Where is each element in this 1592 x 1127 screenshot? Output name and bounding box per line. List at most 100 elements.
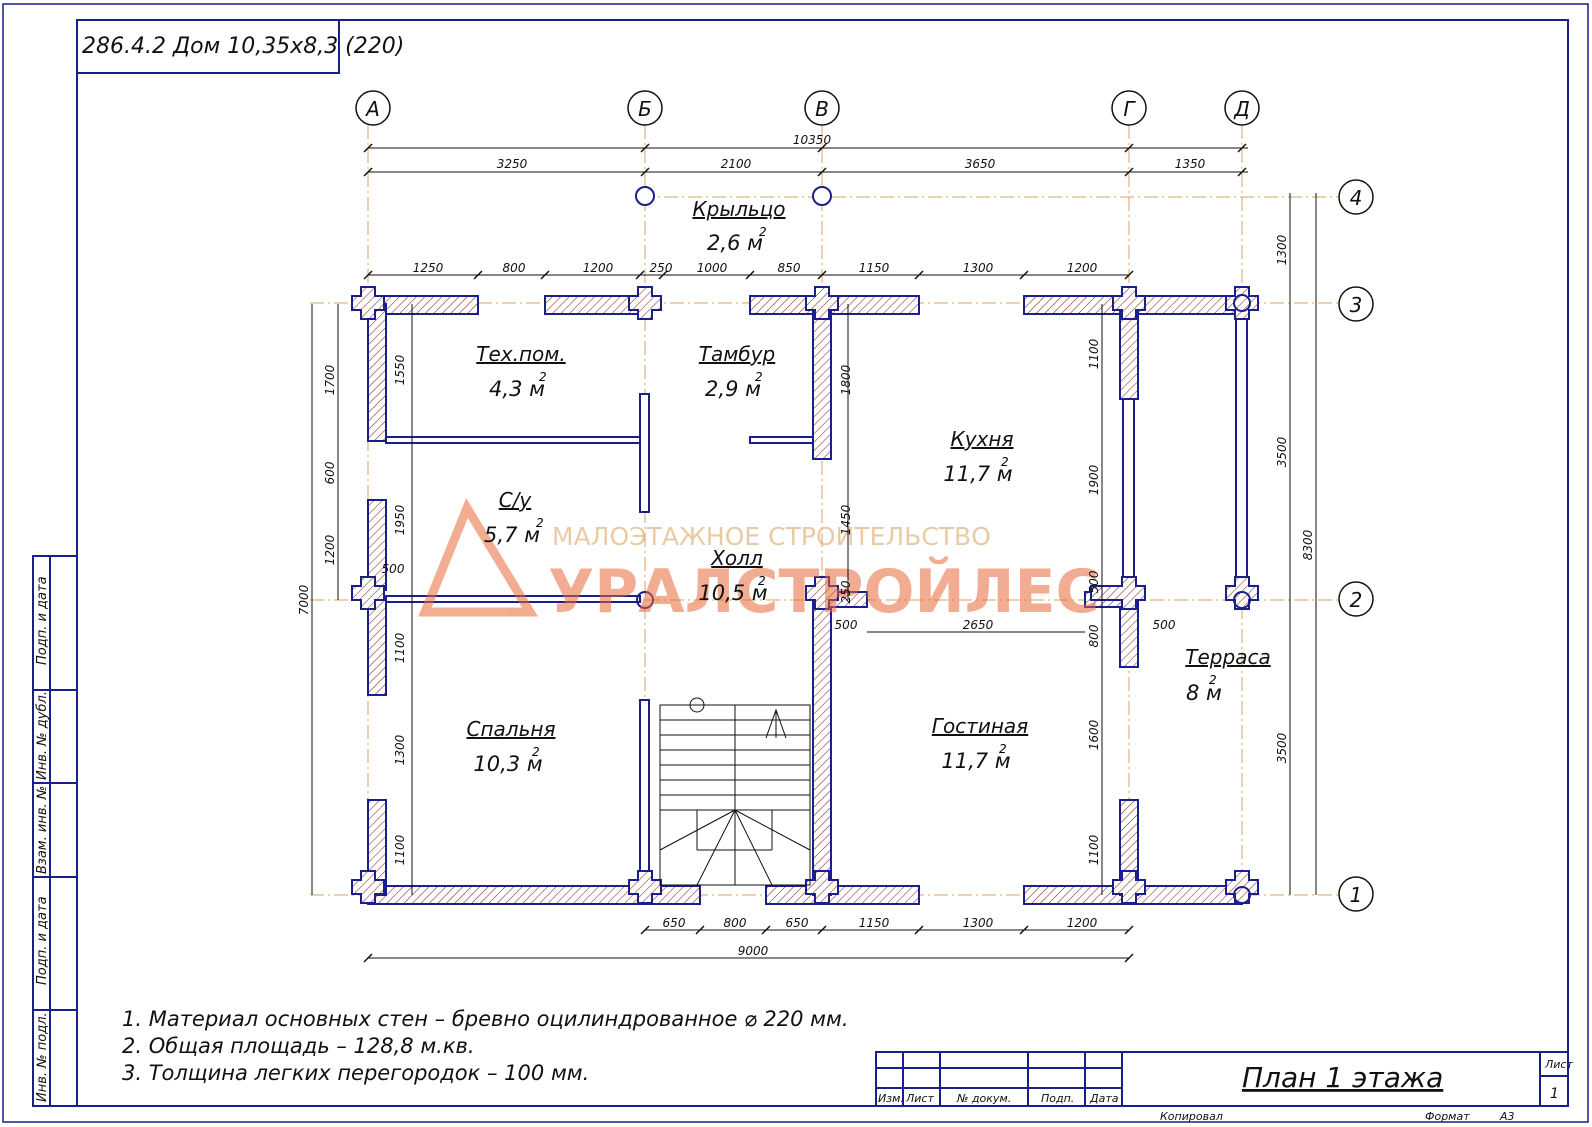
svg-text:Тамбур: Тамбур bbox=[699, 342, 775, 366]
svg-text:А3: А3 bbox=[1499, 1110, 1515, 1123]
room-tambur: Тамбур 2,9 м 2 bbox=[699, 342, 775, 401]
svg-text:2: 2 bbox=[999, 742, 1007, 756]
svg-text:500: 500 bbox=[382, 562, 405, 576]
axis-marker-3: 3 bbox=[1338, 286, 1374, 322]
svg-text:3500: 3500 bbox=[1275, 436, 1289, 467]
watermark-brand: УРАЛСТРОЙЛЕС bbox=[548, 555, 1100, 627]
room-labels: Крыльцо 2,6 м 2 Тех.пом. 4,3 м 2 Тамбур … bbox=[467, 197, 1271, 776]
svg-text:2: 2 bbox=[532, 745, 540, 759]
svg-text:850: 850 bbox=[778, 261, 801, 275]
svg-text:2: 2 bbox=[759, 225, 767, 239]
svg-text:1150: 1150 bbox=[859, 916, 890, 930]
svg-text:1800: 1800 bbox=[839, 364, 853, 395]
svg-text:1200: 1200 bbox=[583, 261, 614, 275]
svg-text:800: 800 bbox=[503, 261, 526, 275]
title-block-texts: Изм. Лист № докум. Подп. Дата План 1 эта… bbox=[878, 1058, 1573, 1123]
terrace-post-circles bbox=[636, 294, 1251, 904]
watermark-subtitle: МАЛОЭТАЖНОЕ СТРОИТЕЛЬСТВО bbox=[552, 522, 991, 551]
room-kitchen: Кухня 11,7 м 2 bbox=[943, 427, 1013, 486]
dimension-ticks bbox=[363, 143, 1247, 963]
room-porch: Крыльцо 2,6 м 2 bbox=[692, 197, 785, 255]
side-stamp-label-2: Инв. № дубл. bbox=[35, 691, 50, 780]
axis-marker-d: Д bbox=[1224, 90, 1260, 126]
axis-marker-2: 2 bbox=[1338, 581, 1374, 617]
svg-text:2: 2 bbox=[755, 370, 763, 384]
svg-text:500: 500 bbox=[835, 618, 858, 632]
svg-text:800: 800 bbox=[1087, 624, 1101, 647]
drawing-title: План 1 этажа bbox=[1242, 1061, 1443, 1094]
room-bathroom: С/у 5,7 м 2 bbox=[484, 488, 544, 547]
svg-text:Формат: Формат bbox=[1425, 1110, 1470, 1123]
svg-text:Спальня: Спальня bbox=[467, 717, 556, 741]
room-hall: Холл 10,5 м 2 bbox=[698, 546, 767, 605]
svg-text:Гостиная: Гостиная bbox=[932, 714, 1028, 738]
svg-text:С/у: С/у bbox=[499, 488, 533, 512]
svg-text:1100: 1100 bbox=[1087, 834, 1101, 865]
svg-text:2: 2 bbox=[758, 574, 766, 588]
general-notes: 1. Материал основных стен – бревно оцили… bbox=[122, 1007, 849, 1085]
dimension-texts: 10350 3250 2100 3650 1350 1250 800 1200 … bbox=[297, 133, 1315, 958]
svg-text:4,3 м: 4,3 м bbox=[489, 377, 545, 401]
svg-text:Д: Д bbox=[1233, 97, 1250, 121]
svg-text:А: А bbox=[364, 97, 380, 121]
side-stamp-label-3: Взам. инв. № bbox=[35, 786, 50, 874]
svg-text:10,3 м: 10,3 м bbox=[473, 752, 542, 776]
svg-text:Лист: Лист bbox=[1544, 1058, 1573, 1071]
svg-text:250: 250 bbox=[650, 261, 673, 275]
sheet-title-box: 286.4.2 Дом 10,35х8,3 (220) bbox=[76, 19, 404, 74]
svg-text:1300: 1300 bbox=[963, 916, 994, 930]
room-living: Гостиная 11,7 м 2 bbox=[932, 714, 1028, 773]
room-terrace: Терраса 8 м 2 bbox=[1185, 645, 1270, 705]
svg-text:2: 2 bbox=[539, 370, 547, 384]
sheet-border bbox=[2, 3, 1589, 1123]
svg-text:1100: 1100 bbox=[393, 834, 407, 865]
svg-text:1250: 1250 bbox=[413, 261, 444, 275]
svg-text:1550: 1550 bbox=[393, 354, 407, 385]
svg-text:8 м: 8 м bbox=[1186, 681, 1222, 705]
axis-marker-g: Г bbox=[1111, 90, 1147, 126]
svg-text:1600: 1600 bbox=[1087, 719, 1101, 750]
svg-text:Б: Б bbox=[638, 97, 652, 121]
svg-text:Терраса: Терраса bbox=[1185, 645, 1270, 669]
svg-text:8300: 8300 bbox=[1301, 529, 1315, 560]
side-stamp-label-5: Инв. № подл. bbox=[35, 1012, 50, 1102]
svg-text:1100: 1100 bbox=[393, 632, 407, 663]
svg-text:Копировал: Копировал bbox=[1160, 1110, 1223, 1123]
log-corners bbox=[351, 286, 1259, 904]
axis-marker-a: А bbox=[355, 90, 391, 126]
svg-text:1300: 1300 bbox=[1275, 234, 1289, 265]
svg-text:800: 800 bbox=[724, 916, 747, 930]
svg-text:1300: 1300 bbox=[963, 261, 994, 275]
svg-text:11,7 м: 11,7 м bbox=[943, 462, 1012, 486]
axis-marker-v: В bbox=[804, 90, 840, 126]
svg-text:1000: 1000 bbox=[697, 261, 728, 275]
svg-text:В: В bbox=[815, 97, 829, 121]
svg-text:2100: 2100 bbox=[721, 157, 752, 171]
svg-text:Подп.: Подп. bbox=[1041, 1092, 1074, 1105]
svg-text:1900: 1900 bbox=[1087, 464, 1101, 495]
svg-text:1300: 1300 bbox=[393, 734, 407, 765]
svg-text:Крыльцо: Крыльцо bbox=[692, 197, 785, 221]
svg-text:1200: 1200 bbox=[323, 534, 337, 565]
svg-text:11,7 м: 11,7 м bbox=[941, 749, 1010, 773]
svg-text:Лист: Лист bbox=[905, 1092, 934, 1105]
title-block bbox=[875, 1051, 1569, 1107]
porch-posts bbox=[635, 186, 832, 206]
svg-text:1150: 1150 bbox=[859, 261, 890, 275]
svg-text:2,6 м: 2,6 м bbox=[707, 231, 763, 255]
svg-text:2: 2 bbox=[1350, 588, 1363, 612]
dimension-lines bbox=[311, 147, 1317, 959]
svg-text:Г: Г bbox=[1123, 97, 1136, 121]
svg-text:Тех.пом.: Тех.пом. bbox=[476, 342, 565, 366]
svg-text:2650: 2650 bbox=[963, 618, 994, 632]
watermark: МАЛОЭТАЖНОЕ СТРОИТЕЛЬСТВО УРАЛСТРОЙЛЕС bbox=[418, 497, 1100, 627]
staircase bbox=[659, 697, 811, 886]
svg-text:4: 4 bbox=[1350, 186, 1363, 210]
sheet-title: 286.4.2 Дом 10,35х8,3 (220) bbox=[82, 34, 404, 59]
svg-text:500: 500 bbox=[1153, 618, 1176, 632]
note-1: 1. Материал основных стен – бревно оцили… bbox=[122, 1007, 849, 1031]
svg-text:650: 650 bbox=[663, 916, 686, 930]
svg-text:600: 600 bbox=[323, 461, 337, 484]
svg-text:1450: 1450 bbox=[839, 504, 853, 535]
